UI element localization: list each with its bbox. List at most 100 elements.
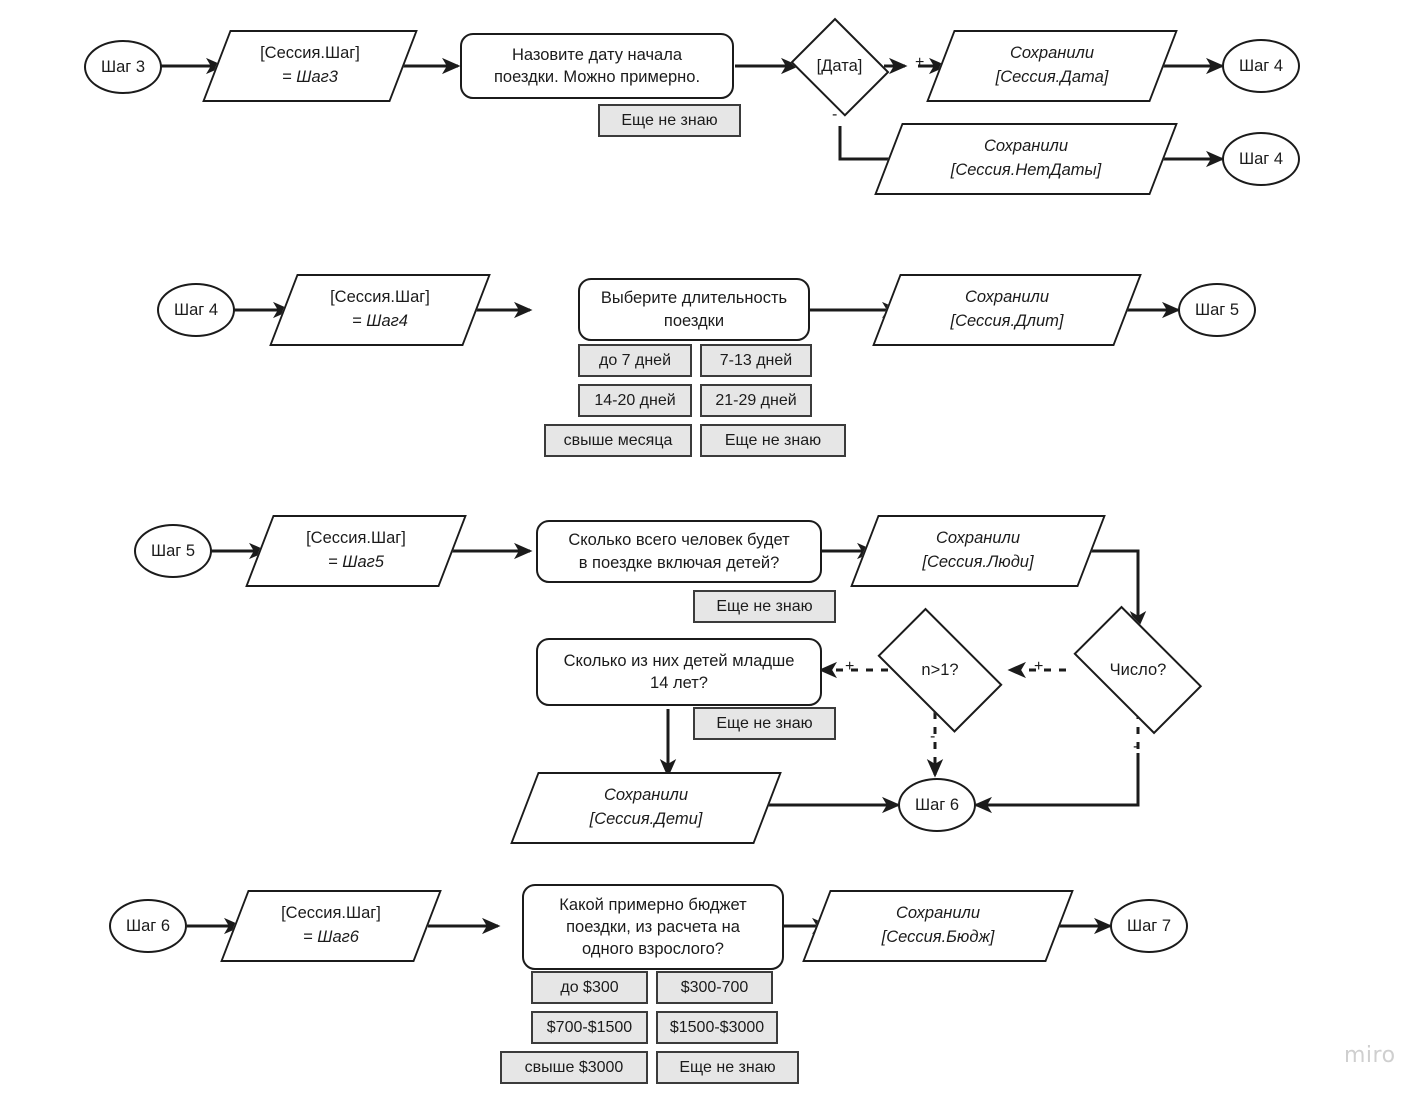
terminator-step5-start[interactable]: Шаг 5 (134, 524, 212, 578)
save-step5-kids[interactable]: Сохранили [Сессия.Дети] (510, 772, 782, 844)
quick-reply-label: 14-20 дней (594, 391, 676, 409)
assign-line2: = Шаг6 (303, 928, 359, 946)
save-step3-nodate[interactable]: Сохранили [Сессия.НетДаты] (874, 123, 1178, 195)
edge-label-n-plus: + (845, 658, 855, 675)
message-step5-kids[interactable]: Сколько из них детей младше 14 лет? (536, 638, 822, 706)
decision-step5-n-gt-1[interactable]: n>1? (866, 607, 1014, 733)
quick-reply-label: 7-13 дней (719, 351, 793, 369)
save-text: Сохранили [Сессия.Люди] (864, 527, 1092, 575)
assign-step6[interactable]: [Сессия.Шаг] = Шаг6 (220, 890, 442, 962)
save-line2: [Сессия.Дети] (589, 810, 703, 828)
save-line2: [Сессия.Дата] (995, 68, 1109, 86)
message-line1: Назовите дату начала (511, 45, 683, 64)
assign-line1: [Сессия.Шаг] (281, 904, 381, 923)
decision-step5-number[interactable]: Число? (1060, 605, 1216, 735)
assign-line1: [Сессия.Шаг] (260, 44, 360, 63)
quick-reply-label: Еще не знаю (621, 111, 718, 129)
edge-label-step3-minus: - (832, 106, 838, 123)
quick-reply-step6-4[interactable]: свыше $3000 (500, 1051, 648, 1084)
assign-step5[interactable]: [Сессия.Шаг] = Шаг5 (245, 515, 467, 587)
terminator-label: Шаг 3 (100, 57, 146, 76)
quick-reply-step5-people[interactable]: Еще не знаю (693, 590, 836, 623)
terminator-step3-end-minus[interactable]: Шаг 4 (1222, 132, 1300, 186)
save-text: Сохранили [Сессия.Дата] (940, 42, 1164, 90)
quick-reply-step6-0[interactable]: до $300 (531, 971, 648, 1004)
save-step6[interactable]: Сохранили [Сессия.Бюдж] (802, 890, 1074, 962)
save-text: Сохранили [Сессия.Длит] (886, 286, 1128, 334)
quick-reply-label: Еще не знаю (679, 1058, 776, 1076)
terminator-step6-end[interactable]: Шаг 7 (1110, 899, 1188, 953)
quick-reply-step6-2[interactable]: $700-$1500 (531, 1011, 648, 1044)
quick-reply-step4-2[interactable]: 14-20 дней (578, 384, 692, 417)
decision-label: [Дата] (816, 57, 863, 75)
quick-reply-step4-0[interactable]: до 7 дней (578, 344, 692, 377)
quick-reply-step4-5[interactable]: Еще не знаю (700, 424, 846, 457)
quick-reply-label: до $300 (560, 978, 619, 996)
terminator-step3-start[interactable]: Шаг 3 (84, 40, 162, 94)
assign-text: [Сессия.Шаг] = Шаг6 (234, 902, 428, 950)
terminator-label: Шаг 4 (1238, 56, 1284, 75)
message-line1: Сколько всего человек будет (568, 531, 790, 550)
message-step6[interactable]: Какой примерно бюджет поездки, из расчет… (522, 884, 784, 970)
terminator-label: Шаг 6 (914, 795, 960, 814)
quick-reply-label: Еще не знаю (724, 431, 822, 449)
save-text: Сохранили [Сессия.Дети] (524, 784, 768, 832)
quick-reply-step3-0[interactable]: Еще не знаю (598, 104, 741, 137)
save-step4[interactable]: Сохранили [Сессия.Длит] (872, 274, 1142, 346)
terminator-step6-start[interactable]: Шаг 6 (109, 899, 187, 953)
terminator-step3-end-plus[interactable]: Шаг 4 (1222, 39, 1300, 93)
quick-reply-step4-4[interactable]: свыше месяца (544, 424, 692, 457)
quick-reply-step4-3[interactable]: 21-29 дней (700, 384, 812, 417)
quick-reply-label: $1500-$3000 (669, 1018, 765, 1036)
miro-watermark: miro (1344, 1043, 1396, 1068)
quick-reply-label: Еще не знаю (716, 597, 813, 615)
edge-label-number-plus: + (1034, 658, 1044, 675)
edge-label-step3-plus: + (915, 54, 925, 71)
save-step5-people[interactable]: Сохранили [Сессия.Люди] (850, 515, 1106, 587)
edge-label-n-minus: - (930, 728, 936, 745)
message-step5-people[interactable]: Сколько всего человек будет в поездке вк… (536, 520, 822, 583)
quick-reply-step6-5[interactable]: Еще не знаю (656, 1051, 799, 1084)
save-line1: Сохранили (935, 529, 1021, 548)
quick-reply-label: до 7 дней (598, 351, 672, 369)
terminator-step4-end[interactable]: Шаг 5 (1178, 283, 1256, 337)
decision-step3-date[interactable]: [Дата] (788, 17, 891, 116)
message-line2: поездки, из расчета на (566, 917, 740, 936)
assign-step4[interactable]: [Сессия.Шаг] = Шаг4 (269, 274, 491, 346)
message-line1: Сколько из них детей младше (563, 651, 795, 670)
assign-line2: = Шаг3 (282, 68, 338, 86)
terminator-step5-end[interactable]: Шаг 6 (898, 778, 976, 832)
message-line2: поездки (663, 311, 725, 330)
terminator-step4-start[interactable]: Шаг 4 (157, 283, 235, 337)
decision-label: n>1? (921, 660, 959, 679)
assign-line1: [Сессия.Шаг] (306, 529, 406, 548)
message-step4[interactable]: Выберите длительность поездки (578, 278, 810, 341)
assign-text: [Сессия.Шаг] = Шаг4 (283, 286, 477, 334)
save-text: Сохранили [Сессия.Бюдж] (816, 902, 1060, 950)
message-line2: в поездке включая детей? (578, 553, 780, 572)
assign-line2: = Шаг5 (328, 553, 384, 571)
assign-step3[interactable]: [Сессия.Шаг] = Шаг3 (202, 30, 418, 102)
message-step3[interactable]: Назовите дату начала поездки. Можно прим… (460, 33, 734, 99)
message-line2: поездки. Можно примерно. (493, 68, 701, 86)
quick-reply-step6-3[interactable]: $1500-$3000 (656, 1011, 778, 1044)
assign-line1: [Сессия.Шаг] (330, 288, 430, 307)
quick-reply-label: свыше месяца (563, 431, 673, 449)
quick-reply-step4-1[interactable]: 7-13 дней (700, 344, 812, 377)
message-line1: Выберите длительность (600, 289, 788, 308)
quick-reply-label: $700-$1500 (546, 1018, 633, 1036)
quick-reply-step5-kids[interactable]: Еще не знаю (693, 707, 836, 740)
terminator-label: Шаг 4 (173, 300, 219, 319)
save-line1: Сохранили (1009, 44, 1095, 63)
save-line1: Сохранили (603, 786, 689, 805)
quick-reply-label: Еще не знаю (716, 714, 813, 732)
save-line1: Сохранили (964, 288, 1050, 307)
edge-label-number-minus: - (1133, 738, 1139, 755)
quick-reply-step6-1[interactable]: $300-700 (656, 971, 773, 1004)
save-text: Сохранили [Сессия.НетДаты] (888, 135, 1164, 183)
message-line1: Какой примерно бюджет (559, 895, 747, 914)
quick-reply-label: $300-700 (680, 978, 749, 996)
save-step3-date[interactable]: Сохранили [Сессия.Дата] (926, 30, 1178, 102)
decision-label: Число? (1109, 660, 1167, 679)
terminator-label: Шаг 6 (125, 916, 171, 935)
